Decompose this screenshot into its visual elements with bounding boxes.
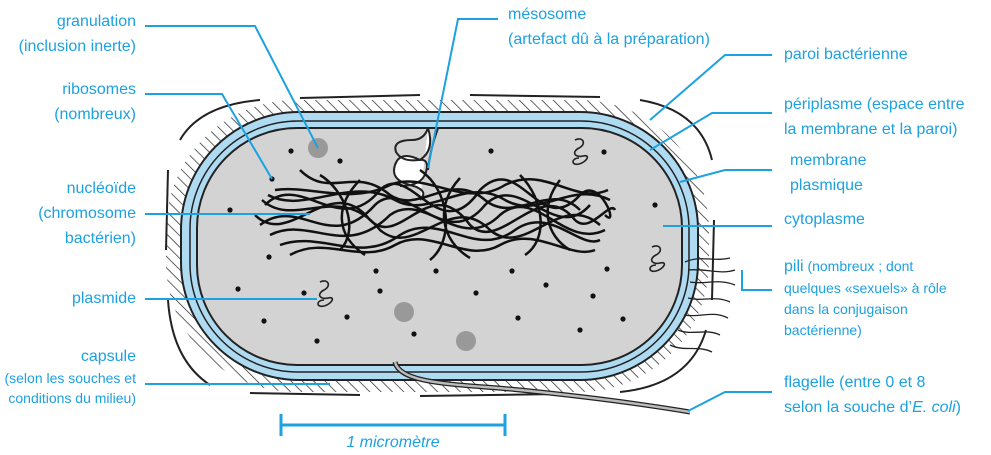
label-granulation: granulation (inclusion inerte)	[19, 9, 136, 59]
label-membrane: membrane plasmique	[790, 148, 866, 198]
label-plasmide: plasmide	[72, 286, 136, 311]
label-cytoplasme: cytoplasme	[784, 207, 865, 232]
label-pili: pili (nombreux ; dont quelques «sexuels»…	[784, 255, 947, 341]
label-flagelle: flagelle (entre 0 et 8 selon la souche d…	[784, 370, 961, 420]
label-nucleoide: nucléoïde (chromosome bactérien)	[38, 176, 136, 251]
label-ribosomes: ribosomes (nombreux)	[54, 77, 136, 127]
label-capsule: capsule (selon les souches et conditions…	[4, 346, 136, 408]
scale-bar-label: 1 micromètre	[281, 430, 505, 455]
label-mesosome: mésosome (artefact dû à la préparation)	[508, 2, 710, 52]
label-periplasme: périplasme (espace entre la membrane et …	[784, 92, 965, 142]
label-paroi: paroi bactérienne	[784, 42, 908, 67]
